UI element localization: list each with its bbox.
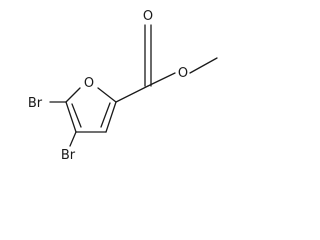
chemical-structure: O O O Br Br xyxy=(28,9,218,162)
bond-o1-c2 xyxy=(97,87,117,103)
ring-oxygen-label: O xyxy=(84,76,94,91)
bromine-upper-label: Br xyxy=(28,96,43,111)
carbonyl-oxygen-label: O xyxy=(143,9,153,24)
ester-oxygen-label: O xyxy=(178,66,188,81)
bond-c2-c3 xyxy=(105,101,117,133)
bond-c4-c5-double xyxy=(71,103,82,128)
bond-carbonyl-ester-o xyxy=(147,72,176,87)
bond-c4-c5 xyxy=(65,101,77,133)
bond-c4-br xyxy=(69,131,77,147)
bromine-lower-label: Br xyxy=(61,148,76,162)
bond-c2-c3-double xyxy=(100,102,111,128)
bond-c2-carbonyl xyxy=(115,85,149,103)
bond-c5-o1 xyxy=(65,87,81,103)
bond-ester-o-methyl xyxy=(189,57,218,74)
